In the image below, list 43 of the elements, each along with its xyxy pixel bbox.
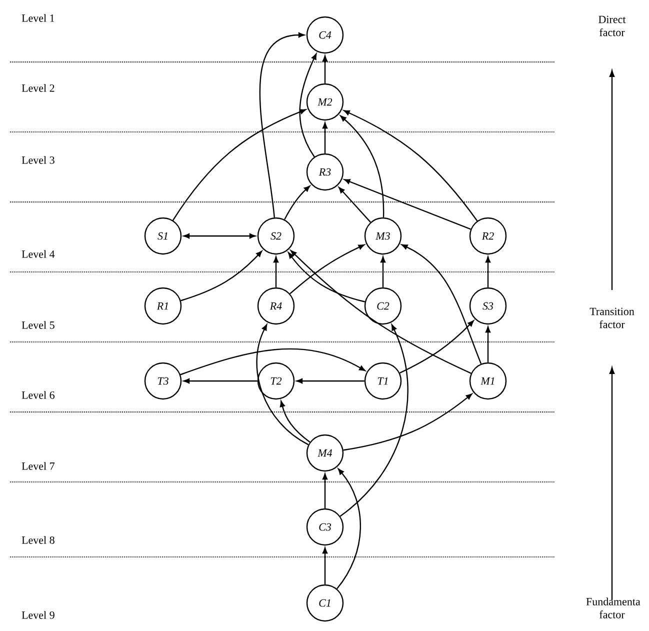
arrow bbox=[344, 179, 471, 230]
arrow bbox=[402, 244, 482, 364]
factor-label: Transition factor bbox=[590, 308, 634, 328]
factor-label: Direct factor bbox=[598, 16, 626, 36]
level-label: Level 3 bbox=[22, 156, 54, 164]
arrow bbox=[284, 186, 310, 220]
arrow bbox=[322, 122, 328, 154]
arrow bbox=[299, 54, 317, 158]
level-label: Level 7 bbox=[22, 462, 54, 470]
arrow bbox=[485, 326, 491, 362]
arrow bbox=[340, 324, 408, 517]
level-label: Level 9 bbox=[22, 611, 54, 619]
arrow bbox=[400, 320, 474, 374]
arrow bbox=[180, 348, 366, 376]
level-label: Level 6 bbox=[22, 391, 54, 399]
arrow bbox=[322, 55, 328, 84]
level-label: Level 5 bbox=[22, 321, 54, 329]
arrow bbox=[280, 400, 310, 443]
arrow bbox=[183, 378, 258, 384]
arrow bbox=[344, 110, 478, 222]
level-label: Level 8 bbox=[22, 536, 54, 544]
arrow bbox=[183, 233, 256, 239]
arrow bbox=[322, 547, 328, 584]
arrow bbox=[380, 256, 386, 288]
arrow bbox=[336, 468, 361, 590]
arrow bbox=[290, 250, 472, 374]
arrow bbox=[273, 256, 279, 288]
level-label: Level 1 bbox=[22, 14, 54, 22]
arrow bbox=[340, 115, 384, 218]
level-label: Level 4 bbox=[22, 250, 55, 258]
arrow bbox=[288, 252, 366, 302]
arrow bbox=[259, 32, 305, 218]
arrow bbox=[485, 256, 491, 288]
arrow bbox=[296, 378, 364, 384]
arrow bbox=[343, 394, 472, 451]
arrow bbox=[290, 244, 365, 294]
arrow bbox=[338, 187, 371, 223]
arrow bbox=[180, 250, 262, 302]
level-label: Level 2 bbox=[22, 84, 54, 92]
arrow bbox=[256, 324, 309, 446]
factor-label: Fundamenta factor bbox=[586, 598, 640, 618]
arrow bbox=[172, 109, 306, 221]
arrow bbox=[322, 473, 328, 508]
